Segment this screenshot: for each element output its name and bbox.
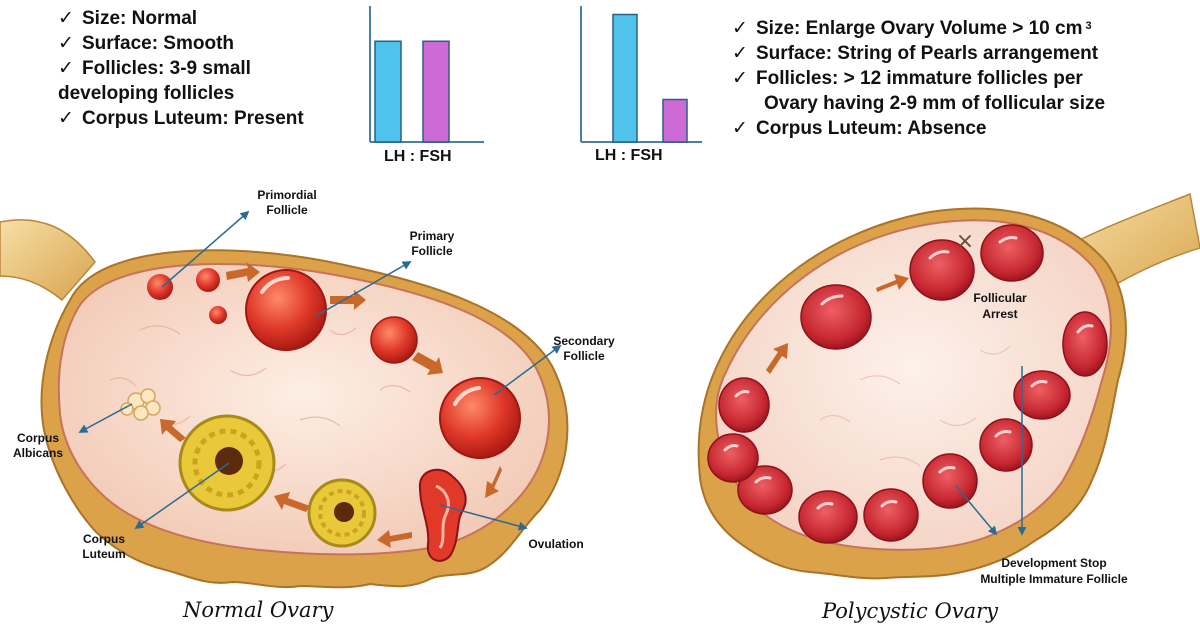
immature-follicle	[979, 418, 1033, 472]
poly-stage-arrows	[766, 274, 909, 374]
poly-feature-follicles-cont: Ovary having 2-9 mm of follicular size	[764, 93, 1106, 114]
immature-follicle	[980, 224, 1044, 282]
normal-feature-size: Size: Normal	[58, 6, 378, 31]
stage-arrow	[485, 466, 502, 498]
normal-feature-corpus-luteum: Corpus Luteum: Present	[58, 106, 378, 131]
pointer-albicans	[78, 403, 133, 433]
label-ovulation: Ovulation	[528, 537, 583, 551]
immature-follicle	[909, 239, 975, 301]
primary-follicle	[245, 269, 327, 351]
pointer-primordial	[161, 210, 250, 288]
stage-arrow	[274, 492, 310, 512]
polycystic-ovary: × Follicular Arrest Development Stop Mul…	[697, 192, 1200, 586]
poly-ratio-label: LH : FSH	[595, 147, 663, 164]
highlight	[435, 484, 450, 549]
immature-follicle	[800, 284, 872, 350]
primordial-follicle	[196, 268, 220, 292]
primordial-follicle	[209, 306, 227, 324]
label-development-stop-1: Development Stop	[1001, 556, 1106, 570]
label-development-stop-2: Multiple Immature Follicle	[980, 572, 1128, 586]
normal-ratio-label: LH : FSH	[384, 148, 452, 165]
label-pointers	[78, 210, 562, 531]
poly-lh-bar	[612, 13, 638, 143]
poly-feature-follicles: Follicles: > 12 immature follicles per	[732, 66, 1198, 91]
label-albicans-2: Albicans	[13, 446, 63, 460]
pointer-development-stop	[955, 485, 998, 536]
normal-lh-bar	[374, 40, 402, 143]
highlight	[260, 276, 290, 294]
pointer-secondary	[493, 344, 562, 396]
stage-arrow	[226, 262, 260, 282]
primordial-follicle	[147, 274, 173, 300]
label-arrest-2: Arrest	[982, 307, 1017, 321]
cubic-superscript: 3	[1085, 20, 1092, 32]
poly-pointers	[955, 366, 1027, 536]
label-albicans-1: Corpus	[17, 431, 59, 445]
normal-features-list: Size: Normal Surface: Smooth Follicles: …	[58, 6, 378, 131]
label-primordial-1: Primordial	[257, 188, 316, 202]
caption-normal-ovary: Normal Ovary	[183, 598, 334, 622]
luteum-folds	[192, 428, 262, 498]
ovulation-rupture	[418, 468, 467, 562]
immature-follicle	[707, 433, 759, 483]
normal-ovary: Primordial Follicle Primary Follicle Sec…	[0, 188, 615, 589]
label-luteum-2: Luteum	[82, 547, 125, 561]
stage-arrow	[377, 530, 412, 548]
poly-feature-corpus-luteum: Corpus Luteum: Absence	[732, 116, 1198, 141]
poly-fsh-bar	[662, 98, 688, 143]
highlight	[453, 386, 481, 406]
luteum-core	[334, 502, 354, 522]
normal-ligament	[0, 219, 96, 302]
normal-feature-follicles-cont: developing follicles	[58, 83, 235, 104]
poly-tissue-texture	[819, 345, 1011, 467]
stage-arrow	[766, 343, 788, 374]
immature-follicle	[718, 377, 770, 433]
label-primordial-2: Follicle	[266, 203, 308, 217]
immature-follicle	[922, 453, 978, 509]
polycystic-features-list: Size: Enlarge Ovary Volume > 10 cm3 Surf…	[732, 16, 1198, 141]
corpus-albicans	[120, 388, 161, 421]
normal-fsh-bar	[422, 40, 450, 143]
immature-follicle	[1013, 370, 1071, 420]
arrest-cross-icon: ×	[956, 229, 974, 254]
label-arrest-1: Follicular	[973, 291, 1027, 305]
poly-follicles	[707, 224, 1108, 544]
polycystic-lh-fsh-chart	[580, 6, 702, 143]
label-secondary-2: Follicle	[563, 349, 605, 363]
stage-arrow	[412, 352, 443, 375]
label-luteum-1: Corpus	[83, 532, 125, 546]
pointer-luteum	[134, 462, 230, 530]
immature-follicle	[863, 488, 919, 542]
label-primary-2: Follicle	[411, 244, 453, 258]
immature-follicle	[1062, 311, 1108, 377]
normal-feature-follicles: Follicles: 3-9 small	[58, 56, 378, 81]
stage-arrow	[330, 290, 366, 310]
poly-feature-surface: Surface: String of Pearls arrangement	[732, 41, 1198, 66]
label-primary-1: Primary	[410, 229, 455, 243]
stage-arrows	[160, 262, 502, 548]
stage-arrow	[876, 274, 909, 292]
luteum-core	[215, 447, 243, 475]
stage-arrow	[160, 419, 186, 442]
growing-follicle	[370, 316, 418, 364]
poly-feature-size: Size: Enlarge Ovary Volume > 10 cm3	[732, 16, 1198, 41]
caption-polycystic-ovary: Polycystic Ovary	[822, 599, 998, 623]
normal-feature-surface: Surface: Smooth	[58, 31, 378, 56]
immature-follicle	[798, 490, 858, 544]
poly-highlights	[723, 236, 1094, 510]
pointer-ovulation	[439, 504, 528, 531]
immature-follicle	[737, 465, 793, 515]
pointer-primary	[315, 261, 412, 317]
luteum-folds	[318, 489, 366, 537]
label-secondary-1: Secondary	[553, 334, 615, 348]
normal-lh-fsh-chart	[369, 6, 484, 143]
secondary-follicle	[439, 377, 521, 459]
